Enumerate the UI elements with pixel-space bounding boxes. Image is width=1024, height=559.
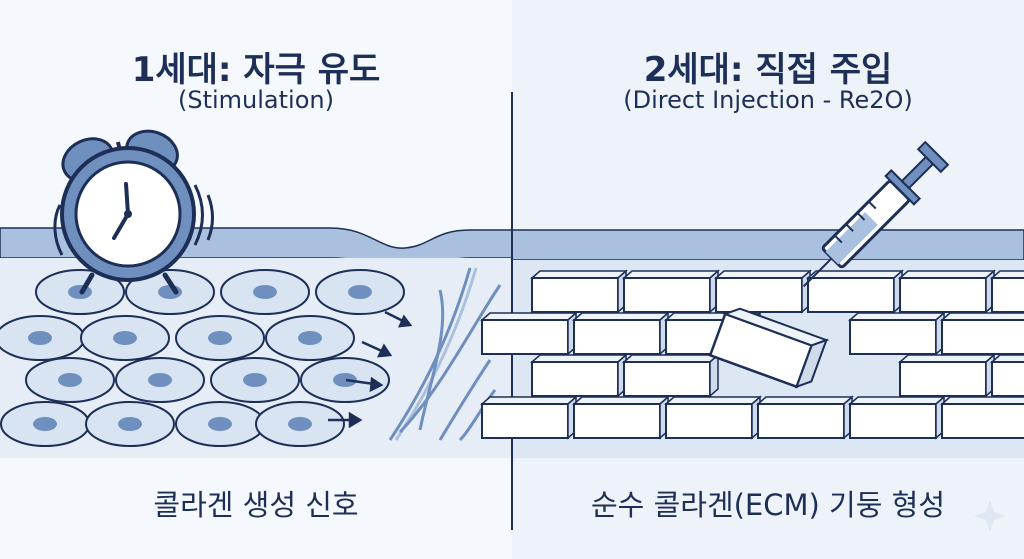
alarm-clock-icon xyxy=(53,129,214,295)
brick xyxy=(940,396,1024,439)
cell xyxy=(300,357,390,403)
brick xyxy=(898,269,996,314)
brick xyxy=(572,395,670,440)
left-title: 1세대: 자극 유도 xyxy=(131,50,381,90)
brick xyxy=(572,311,670,356)
cell xyxy=(255,401,345,447)
brick xyxy=(848,395,946,440)
cell xyxy=(265,315,355,361)
brick xyxy=(622,269,720,314)
brick xyxy=(990,354,1024,397)
cell xyxy=(80,315,170,361)
brick xyxy=(806,269,904,314)
brick xyxy=(940,312,1024,355)
cell xyxy=(315,269,405,315)
brick-icon xyxy=(708,307,830,389)
brick-wall xyxy=(480,269,1024,440)
sparkle-icon xyxy=(974,500,1006,532)
arrow-icon xyxy=(328,411,363,429)
cell xyxy=(0,315,85,361)
brick xyxy=(756,395,854,440)
brick xyxy=(848,311,946,356)
cell xyxy=(115,357,205,403)
brick xyxy=(480,395,578,440)
brick xyxy=(530,353,628,398)
brick xyxy=(990,270,1024,313)
brick xyxy=(898,353,996,398)
skin-layer-right xyxy=(511,229,1024,261)
right-caption: 순수 콜라겐(ECM) 기둥 형성 xyxy=(591,488,945,522)
arrow-group xyxy=(328,310,413,429)
cell xyxy=(210,357,300,403)
right-subtitle: (Direct Injection - Re2O) xyxy=(623,86,913,114)
arrow-icon xyxy=(361,340,393,358)
right-title: 2세대: 직접 주입 xyxy=(643,50,893,90)
brick xyxy=(664,395,762,440)
cell xyxy=(175,401,265,447)
cell xyxy=(220,269,310,315)
brick xyxy=(480,311,578,356)
cell xyxy=(125,269,215,315)
brick xyxy=(530,269,628,314)
collagen-fiber-icon xyxy=(388,267,502,442)
left-subtitle: (Stimulation) xyxy=(178,86,334,114)
arrow-icon xyxy=(384,310,413,328)
cell xyxy=(85,401,175,447)
cell xyxy=(175,315,265,361)
brick xyxy=(714,269,812,314)
cell xyxy=(0,401,90,447)
brick xyxy=(622,353,720,398)
arrow-icon xyxy=(345,376,384,393)
syringe-icon xyxy=(802,140,950,288)
left-caption: 콜라겐 생성 신호 xyxy=(153,488,359,522)
cell xyxy=(25,357,115,403)
